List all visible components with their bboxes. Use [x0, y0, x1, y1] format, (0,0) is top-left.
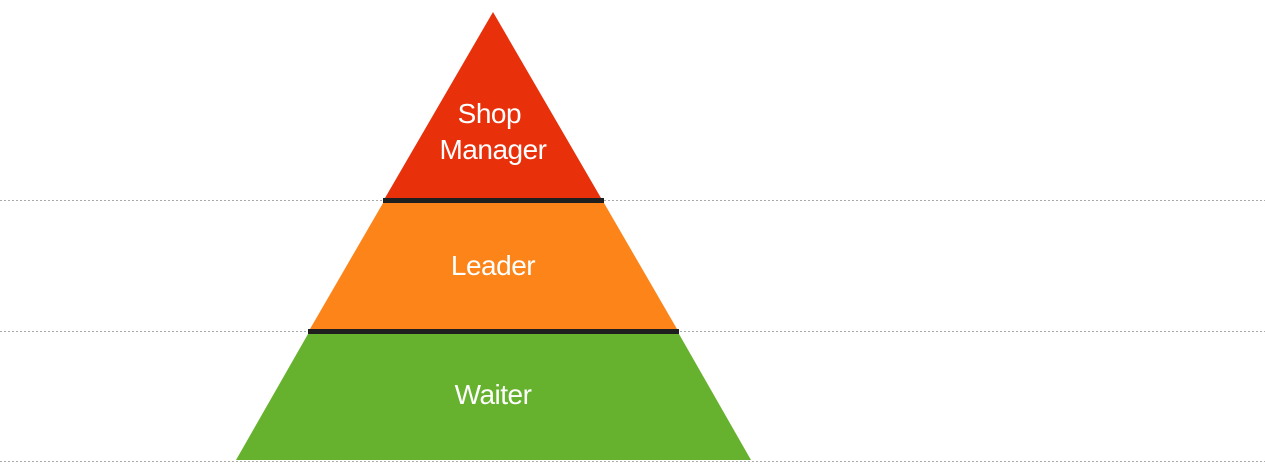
tier-top-label-line-1: Shop [458, 98, 521, 129]
tier-middle-label: Leader [451, 250, 535, 281]
tier-top-label-line-2: Manager [439, 134, 546, 165]
tier-top-label: Shop Manager [439, 98, 546, 165]
tier-top [385, 12, 601, 198]
separator-band-top [383, 198, 604, 203]
tier-bottom-label: Waiter [455, 379, 532, 410]
tier-middle [310, 203, 677, 329]
tier-bottom [236, 334, 751, 460]
separator-band-middle [308, 329, 679, 334]
